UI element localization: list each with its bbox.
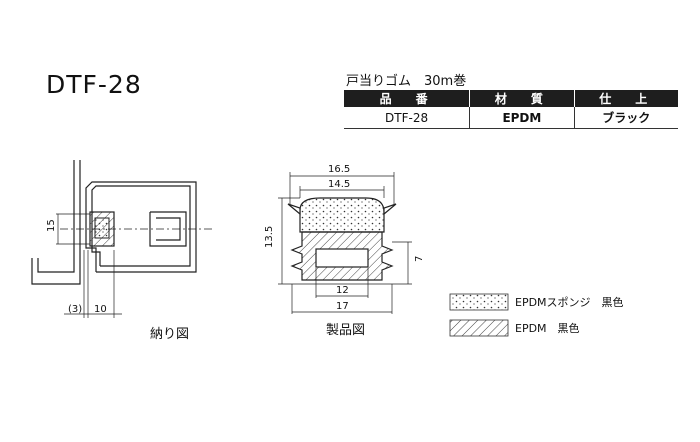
product-caption: 製品図 [326, 323, 365, 338]
dim-base-inner: 12 [336, 285, 349, 296]
dim-base-outer: 17 [336, 301, 349, 312]
gasket-sponge-bulb [299, 197, 385, 233]
header-part-number: 品 番 [344, 90, 470, 107]
dim-install-width: 10 [94, 304, 107, 315]
legend-swatch-epdm [449, 319, 509, 337]
spec-data-row: DTF-28 EPDM ブラック [344, 107, 678, 129]
dim-install-gap: (3) [68, 304, 82, 315]
product-dimensions [278, 172, 412, 314]
cell-finish: ブラック [573, 107, 678, 129]
spec-header-row: 品 番 材 質 仕 上 [344, 90, 678, 107]
frame-profile-outer [31, 160, 81, 285]
legend-label-epdm: EPDM 黒色 [515, 321, 580, 335]
dim-product-height: 13.5 [264, 226, 275, 248]
dim-base-height: 7 [414, 256, 425, 262]
legend: EPDMスポンジ 黒色 EPDM 黒色 [449, 293, 624, 337]
product-drawing [287, 197, 397, 281]
legend-label-sponge: EPDMスポンジ 黒色 [515, 295, 624, 309]
header-finish: 仕 上 [573, 90, 678, 107]
cell-material: EPDM [469, 107, 575, 129]
legend-swatch-sponge [449, 293, 509, 311]
frame-profile [37, 160, 75, 273]
header-material: 材 質 [469, 90, 575, 107]
cell-part-number: DTF-28 [344, 107, 470, 129]
install-caption: 納り図 [150, 327, 189, 342]
gasket-lip-right [383, 203, 397, 216]
gasket-sponge-install [94, 217, 110, 239]
door-frame [85, 181, 197, 273]
dim-top-inner: 14.5 [328, 179, 350, 190]
dim-top-outer: 16.5 [328, 164, 350, 175]
model-number: DTF-28 [46, 70, 142, 99]
installation-drawing [31, 160, 215, 318]
door-frame-inner [91, 185, 191, 267]
spec-title: 戸当りゴム 30m巻 [346, 74, 467, 89]
gasket-base-void [315, 248, 369, 268]
gasket-lip-left [287, 203, 301, 216]
dim-install-height: 15 [46, 219, 57, 232]
spec-table: 品 番 材 質 仕 上 DTF-28 EPDM ブラック [344, 90, 678, 129]
door-channel [149, 211, 187, 247]
